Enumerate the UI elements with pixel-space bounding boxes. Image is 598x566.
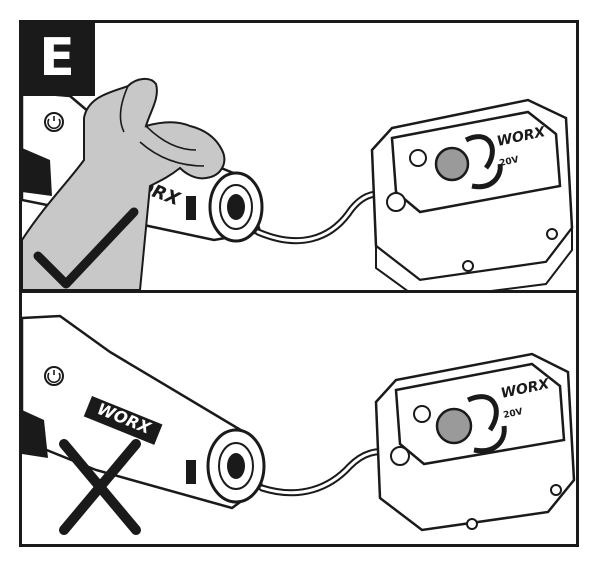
tool-body: WORX <box>22 314 266 510</box>
power-icon <box>47 370 61 384</box>
charger-unit: WORX 20V <box>374 352 576 532</box>
check-mark-icon <box>33 207 139 289</box>
charger-label-text: 20V <box>499 155 520 169</box>
charger-power-icon <box>413 405 431 423</box>
charger-dial <box>435 407 473 445</box>
hand-illustration <box>22 78 226 290</box>
charging-cable <box>258 448 400 497</box>
charger-label-text: 20V <box>503 407 524 421</box>
charger-dial <box>434 146 470 182</box>
panel-incorrect: WORX WORX 20V <box>22 314 576 535</box>
power-icon <box>47 116 61 130</box>
panel-divider <box>19 290 579 293</box>
panel-correct: WORX WORX 20V <box>22 78 574 290</box>
charger-unit: WORX 20V <box>370 98 574 290</box>
cross-mark-icon <box>59 439 141 535</box>
step-badge: E <box>19 20 95 96</box>
charger-power-icon <box>409 149 427 167</box>
